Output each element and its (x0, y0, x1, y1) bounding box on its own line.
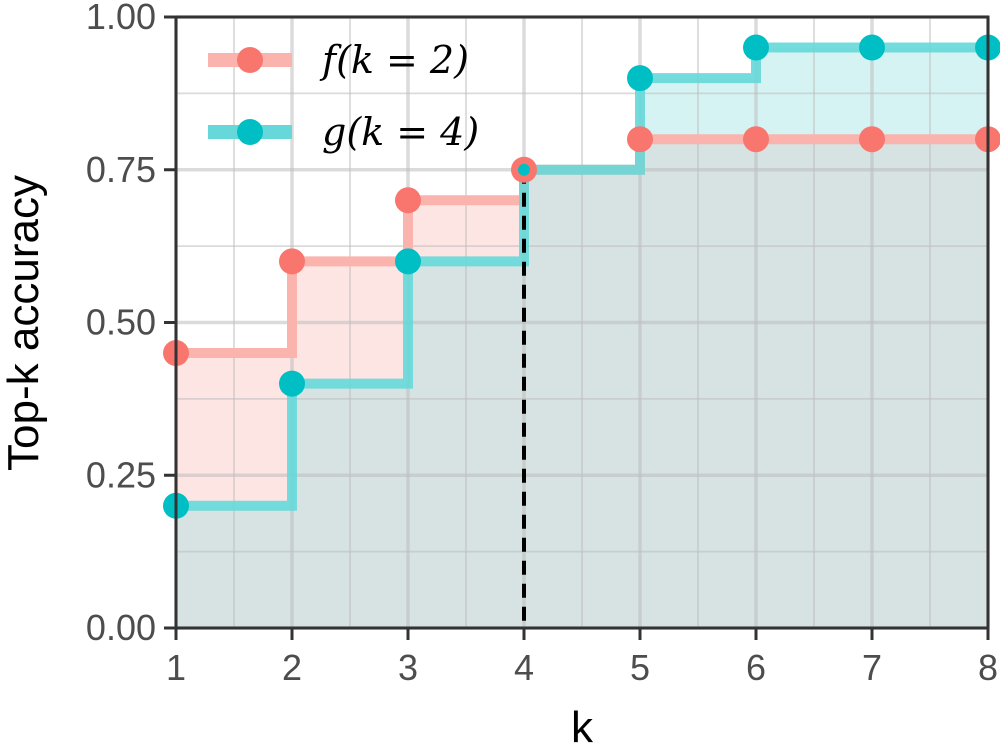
point-g (743, 34, 769, 61)
x-tick-label: 1 (166, 647, 186, 688)
x-axis-title: k (571, 703, 594, 752)
point-f (859, 126, 885, 153)
point-f (279, 248, 305, 275)
x-tick-label: 3 (398, 647, 418, 688)
x-tick-label: 2 (282, 647, 302, 688)
point-f (395, 187, 421, 214)
x-tick-label: 8 (978, 647, 998, 688)
y-tick-label: 1.00 (86, 0, 156, 37)
point-f (627, 126, 653, 153)
legend-label: g(k = 4) (322, 110, 479, 154)
point-g (627, 65, 653, 92)
point-g (395, 248, 421, 275)
point-g (859, 34, 885, 61)
y-tick-label: 0.00 (86, 607, 156, 648)
y-axis-title: Top-k accuracy (0, 175, 48, 471)
legend-key-point (237, 47, 263, 73)
x-tick-label: 7 (862, 647, 882, 688)
x-tick-label: 4 (514, 647, 534, 688)
y-tick-label: 0.25 (86, 454, 156, 495)
legend-key-point (237, 119, 263, 145)
point-g (518, 163, 530, 176)
point-f (743, 126, 769, 153)
x-tick-label: 6 (746, 647, 766, 688)
legend-label: f(k = 2) (319, 38, 469, 82)
x-tick-label: 5 (630, 647, 650, 688)
y-tick-label: 0.50 (86, 302, 156, 343)
point-g (279, 370, 305, 397)
y-tick-label: 0.75 (86, 149, 156, 190)
